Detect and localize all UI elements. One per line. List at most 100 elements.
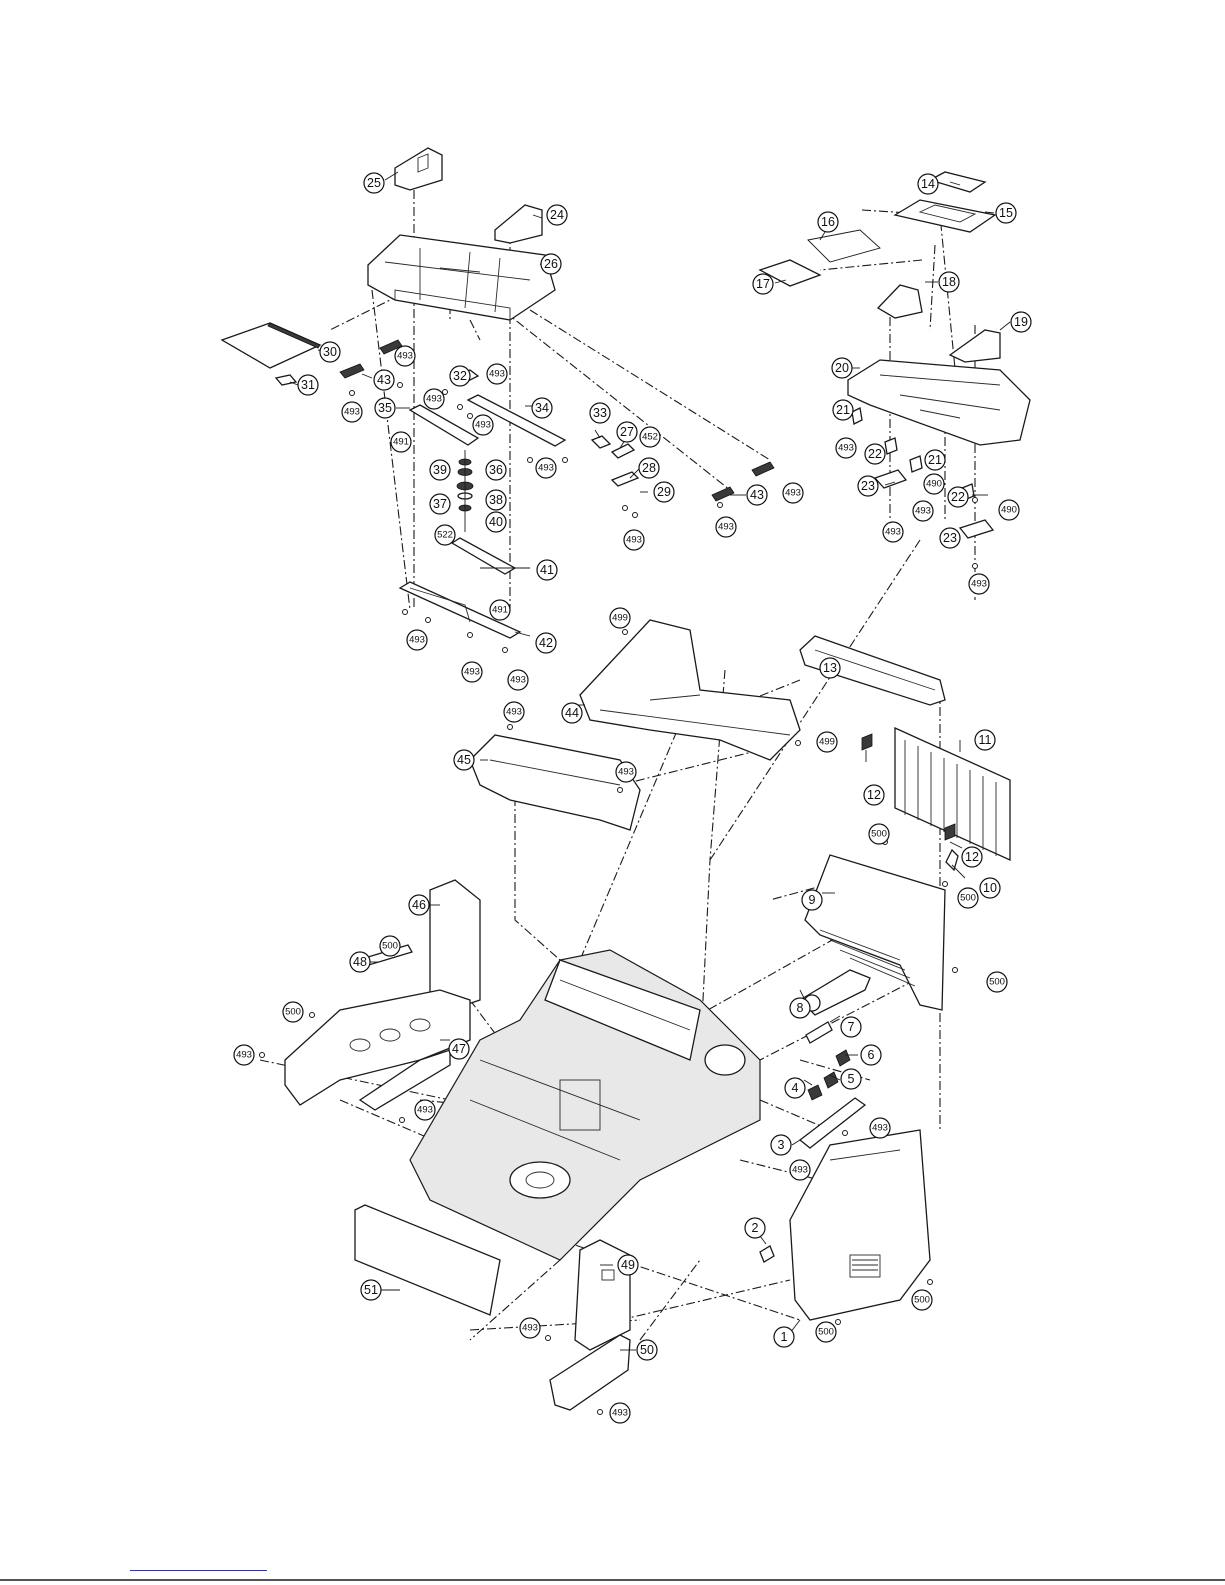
callout-label: 4: [792, 1081, 799, 1095]
callout-label: 500: [989, 977, 1005, 988]
callout-label: 26: [544, 257, 558, 271]
callout-493: 493: [519, 1317, 541, 1339]
callout-label: 500: [285, 1007, 301, 1018]
callout-22: 22: [947, 486, 969, 508]
callout-label: 30: [323, 345, 337, 359]
callout-label: 490: [1001, 505, 1017, 516]
callout-2: 2: [744, 1217, 766, 1239]
callout-26: 26: [540, 253, 562, 275]
callout-label: 16: [821, 215, 835, 229]
callout-493: 493: [968, 573, 990, 595]
callout-493: 493: [486, 363, 508, 385]
callout-label: 29: [657, 485, 671, 499]
part-41-bracket: [450, 537, 517, 575]
callout-493: 493: [609, 1402, 631, 1424]
callout-label: 23: [943, 531, 957, 545]
callout-500: 500: [379, 935, 401, 957]
callout-452: 452: [639, 426, 661, 448]
callout-43: 43: [373, 369, 395, 391]
callout-3: 3: [770, 1134, 792, 1156]
callout-label: 452: [642, 432, 658, 443]
part-13-top-cover: [799, 635, 946, 706]
part-14-cover-label: [928, 171, 987, 193]
footer-hyperlink-underline[interactable]: [130, 1570, 267, 1571]
part-45-front-cover: [469, 734, 641, 831]
callout-493: 493: [623, 529, 645, 551]
callout-label: 15: [999, 206, 1013, 220]
callout-label: 24: [550, 208, 564, 222]
callout-label: 493: [506, 707, 522, 718]
callout-500: 500: [868, 823, 890, 845]
callout-label: 500: [818, 1327, 834, 1338]
part-19-guide: [948, 329, 1001, 363]
callout-493: 493: [535, 457, 557, 479]
part-35-rail: [408, 404, 480, 446]
callout-50: 50: [636, 1339, 658, 1361]
callout-493: 493: [472, 414, 494, 436]
callout-24: 24: [546, 204, 568, 226]
callout-493: 493: [882, 521, 904, 543]
callout-51: 51: [360, 1279, 382, 1301]
callout-label: 1: [781, 1330, 788, 1344]
callout-12: 12: [863, 784, 885, 806]
callout-label: 36: [489, 463, 503, 477]
part-43-hinge-right: [711, 461, 775, 502]
callout-493: 493: [423, 388, 445, 410]
callout-label: 21: [928, 453, 942, 467]
callout-label: 493: [344, 407, 360, 418]
callout-label: 38: [489, 493, 503, 507]
callout-label: 2: [752, 1221, 759, 1235]
callout-493: 493: [789, 1159, 811, 1181]
callout-label: 42: [539, 636, 553, 650]
callout-493: 493: [507, 669, 529, 691]
callout-21: 21: [924, 449, 946, 471]
callout-label: 493: [915, 506, 931, 517]
callout-493: 493: [715, 516, 737, 538]
callout-40: 40: [485, 511, 507, 533]
callout-30: 30: [319, 341, 341, 363]
callout-label: 41: [540, 563, 554, 577]
callout-500: 500: [911, 1289, 933, 1311]
callout-label: 499: [612, 613, 628, 624]
part-33-lever: [590, 435, 612, 449]
callout-49: 49: [617, 1254, 639, 1276]
main-chassis: [409, 949, 761, 1261]
callout-522: 522: [434, 524, 456, 546]
part-15-tray-cover: [893, 199, 997, 233]
callout-500: 500: [986, 971, 1008, 993]
part-24-paper-guide: [494, 204, 543, 244]
callout-493: 493: [503, 701, 525, 723]
callout-500: 500: [957, 887, 979, 909]
callout-25: 25: [363, 172, 385, 194]
callout-label: 500: [382, 941, 398, 952]
callout-10: 10: [979, 877, 1001, 899]
callout-493: 493: [461, 661, 483, 683]
callout-label: 500: [871, 829, 887, 840]
callout-label: 500: [914, 1295, 930, 1306]
callout-38: 38: [485, 489, 507, 511]
callout-label: 40: [489, 515, 503, 529]
callout-28: 28: [638, 457, 660, 479]
part-44-rear-cover: [579, 619, 801, 761]
callout-label: 493: [236, 1050, 252, 1061]
callout-490: 490: [923, 473, 945, 495]
callout-37: 37: [429, 493, 451, 515]
callout-label: 493: [618, 767, 634, 778]
callout-label: 493: [971, 579, 987, 590]
callout-label: 31: [301, 378, 315, 392]
callout-13: 13: [819, 657, 841, 679]
callout-500: 500: [815, 1321, 837, 1343]
callout-label: 7: [848, 1020, 855, 1034]
part-25-paper-guide: [394, 147, 443, 191]
callout-493: 493: [869, 1117, 891, 1139]
callout-label: 45: [457, 753, 471, 767]
callout-label: 6: [868, 1048, 875, 1062]
callout-48: 48: [349, 951, 371, 973]
callout-34: 34: [531, 397, 553, 419]
callout-42: 42: [535, 632, 557, 654]
callout-493: 493: [912, 500, 934, 522]
callout-label: 499: [819, 737, 835, 748]
callout-label: 493: [489, 369, 505, 380]
callout-label: 14: [921, 177, 935, 191]
callout-491: 491: [489, 599, 511, 621]
